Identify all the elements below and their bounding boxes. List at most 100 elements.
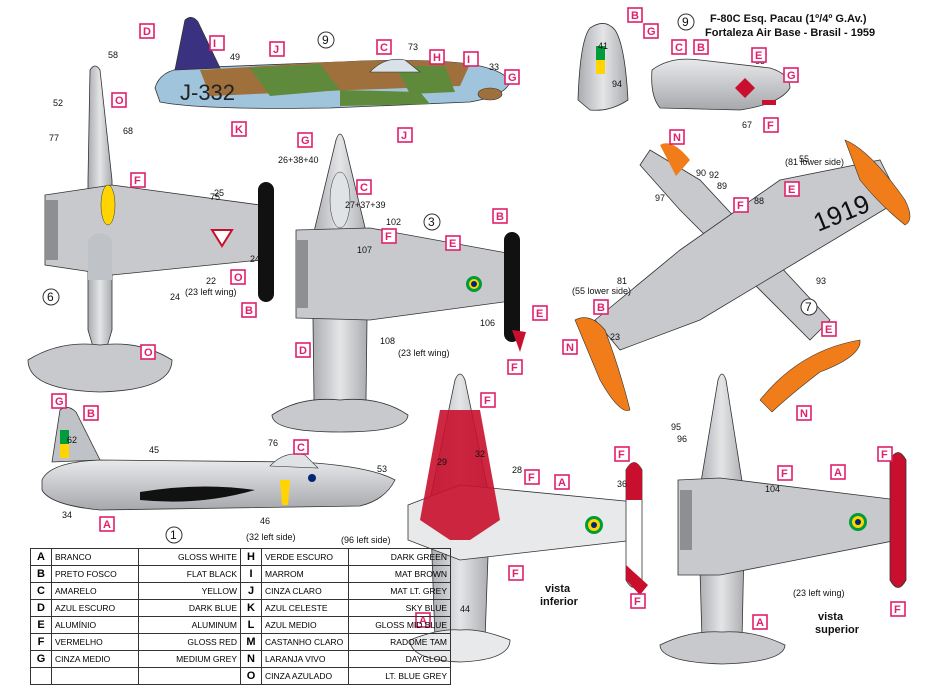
label-inferior: inferior [540, 596, 579, 608]
note-23-left-wing-a: (23 left wing) [185, 287, 237, 297]
color-tag-letter: E [788, 184, 795, 196]
stencil-number: 44 [460, 604, 470, 614]
color-tag-b: B [492, 208, 508, 224]
legend-pt: CINZA MEDIO [51, 650, 139, 668]
legend-pt: MARROM [261, 565, 349, 583]
legend-en [138, 667, 241, 685]
stencil-number: 104 [765, 484, 780, 494]
color-tag-letter: F [737, 200, 744, 212]
color-tag-letter: F [528, 472, 535, 484]
sheet-title: F-80C Esq. Pacau (1º/4º G.Av.) [710, 13, 867, 25]
color-tag-letter: J [401, 130, 407, 142]
color-tag-b: B [693, 39, 709, 55]
color-tag-c: C [671, 39, 687, 55]
color-tag-letter: A [103, 519, 111, 531]
stencil-number: 24 [250, 254, 260, 264]
color-tag-letter: G [647, 26, 656, 38]
stencil-number: 67 [742, 120, 752, 130]
color-tag-f: F [877, 446, 893, 462]
note-96-left-side: (96 left side) [341, 535, 391, 545]
color-tag-letter: F [781, 468, 788, 480]
color-tag-letter: F [484, 395, 491, 407]
stencil-number: 81 [617, 276, 627, 286]
stencil-number: 49 [230, 52, 240, 62]
legend-pt: AZUL CELESTE [261, 599, 349, 617]
color-tag-i: I [463, 51, 479, 67]
stencil-number: 45 [149, 445, 159, 455]
legend-pt: CINZA CLARO [261, 582, 349, 600]
view-number-6: 6 [47, 290, 54, 304]
label-superior: superior [815, 624, 860, 636]
legend-key: F [30, 633, 52, 651]
color-tag-f: F [480, 392, 496, 408]
stencil-number: 106 [480, 318, 495, 328]
color-tag-letter: I [213, 38, 216, 50]
color-tag-o: O [230, 269, 246, 285]
legend-en: DAYGLOO [348, 650, 451, 668]
stencil-number: 36 [617, 479, 627, 489]
color-tag-letter: G [55, 396, 64, 408]
color-tag-letter: K [235, 124, 243, 136]
color-tag-letter: B [597, 302, 605, 314]
note-32-left-side: (32 left side) [246, 532, 296, 542]
stencil-number: 41 [598, 41, 608, 51]
stencil-number: 27+37+39 [345, 200, 386, 210]
color-tag-g: G [504, 69, 520, 85]
color-tag-j: J [397, 127, 413, 143]
view-number-8: 9 [322, 33, 329, 47]
color-tag-f: F [130, 172, 146, 188]
legend-pt: VERMELHO [51, 633, 139, 651]
view-number-3: 3 [428, 215, 435, 229]
legend-key: O [240, 667, 262, 685]
stencil-number: 23 [610, 332, 620, 342]
legend-en: LT. BLUE GREY [348, 667, 451, 685]
color-tag-o: O [111, 92, 127, 108]
color-tag-letter: F [385, 231, 392, 243]
profile-9-details [577, 23, 791, 111]
legend-pt: CINZA AZULADO [261, 667, 349, 685]
view-6-top [27, 65, 274, 393]
color-tag-o: O [140, 344, 156, 360]
color-tag-e: E [751, 47, 767, 63]
stencil-number: 96 [677, 434, 687, 444]
stencil-number: 76 [268, 438, 278, 448]
color-tag-a: A [752, 614, 768, 630]
color-tag-letter: O [115, 95, 124, 107]
legend-key: B [30, 565, 52, 583]
stencil-number: 32 [475, 449, 485, 459]
color-tag-letter: E [825, 324, 832, 336]
legend-key: D [30, 599, 52, 617]
color-tag-a: A [99, 516, 115, 532]
view-number-1: 1 [170, 528, 177, 542]
color-tag-i: I [209, 35, 225, 51]
color-tag-f: F [524, 469, 540, 485]
stencil-number: 25 [214, 188, 224, 198]
color-tag-g: G [297, 132, 313, 148]
color-tag-f: F [381, 228, 397, 244]
color-tag-e: E [821, 321, 837, 337]
stencil-number: 107 [357, 245, 372, 255]
color-tag-e: E [445, 235, 461, 251]
stencil-number: 58 [108, 50, 118, 60]
color-tag-n: N [669, 129, 685, 145]
color-tag-f: F [614, 446, 630, 462]
legend-pt: ALUMÍNIO [51, 616, 139, 634]
color-tag-letter: G [508, 72, 517, 84]
legend-key: E [30, 616, 52, 634]
stencil-number: 94 [612, 79, 622, 89]
legend-en: SKY BLUE [348, 599, 451, 617]
color-tag-d: D [139, 23, 155, 39]
stencil-number: 52 [53, 98, 63, 108]
color-tag-letter: E [449, 238, 456, 250]
legend-en: YELLOW [138, 582, 241, 600]
legend-en: MEDIUM GREY [138, 650, 241, 668]
color-tag-letter: C [380, 42, 388, 54]
color-tag-e: E [532, 305, 548, 321]
sheet-subtitle: Fortaleza Air Base - Brasil - 1959 [705, 27, 875, 39]
color-tag-c: C [293, 439, 309, 455]
